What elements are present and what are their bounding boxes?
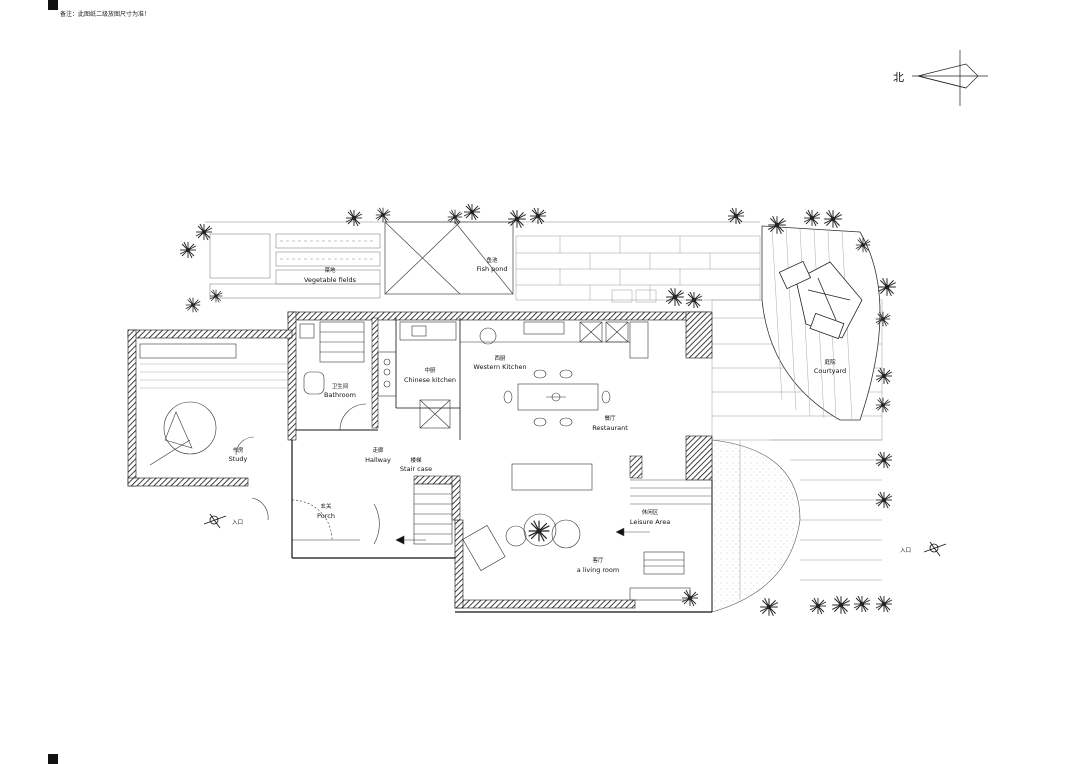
courtyard-seating: [778, 260, 863, 340]
label-chinese-kitchen-cn: 中厨: [424, 366, 436, 374]
label-bathroom-cn: 卫生间: [332, 382, 349, 390]
room-labels: 菜地 Vegetable fields 鱼池 Fish pond 庭院 Cour…: [229, 256, 847, 574]
label-fishpond-en: Fish pond: [477, 265, 508, 273]
label-porch-cn: 玄关: [320, 502, 332, 510]
label-western-kitchen-en: Western Kitchen: [473, 363, 526, 371]
label-restaurant-cn: 餐厅: [604, 414, 616, 422]
label-vegetable-en: Vegetable fields: [304, 276, 357, 284]
label-courtyard-en: Courtyard: [814, 367, 846, 375]
north-label: 北: [893, 71, 904, 84]
study-furniture: [139, 343, 290, 466]
staircase: [395, 483, 453, 545]
bathroom-fixtures: [299, 321, 367, 431]
label-fishpond-cn: 鱼池: [486, 256, 498, 264]
label-chinese-kitchen-en: Chinese kitchen: [404, 376, 456, 384]
label-leisure-en: Leisure Area: [630, 518, 670, 526]
living-room-furniture: [462, 513, 691, 601]
entrance-label-east: 入口: [900, 547, 911, 554]
north-paving: [515, 235, 761, 303]
label-western-kitchen-cn: 西厨: [494, 355, 506, 362]
corner-mark-top: [48, 0, 58, 10]
label-restaurant-en: Restaurant: [592, 424, 628, 432]
label-study-en: Study: [229, 455, 248, 463]
vegetable-field-beds: [205, 221, 760, 299]
label-staircase-en: Stair case: [400, 465, 432, 473]
leisure-steps: [615, 479, 712, 537]
gravel-garden: [711, 439, 801, 613]
drawing-note: 备注：此图纸二级放图尺寸为准！: [60, 11, 151, 18]
label-hallway-en: Hallway: [365, 456, 391, 464]
entrance-figure-west-icon: [203, 513, 227, 529]
label-living-cn: 客厅: [592, 556, 604, 564]
kitchen-island: [511, 463, 593, 491]
label-living-en: a living room: [577, 566, 619, 574]
porch-doors: [251, 497, 380, 545]
label-staircase-cn: 楼梯: [410, 456, 422, 464]
north-arrow-icon: [912, 50, 988, 106]
label-courtyard-cn: 庭院: [824, 358, 836, 366]
entrance-label-west: 入口: [232, 519, 243, 526]
label-leisure-cn: 休闲区: [642, 508, 659, 516]
kitchen-counters: [377, 321, 649, 429]
building-walls: [127, 311, 713, 613]
label-study-cn: 书房: [232, 446, 244, 454]
corner-mark-bottom: [48, 754, 58, 764]
label-hallway-cn: 走廊: [372, 446, 384, 454]
label-vegetable-cn: 菜地: [324, 266, 336, 274]
dining-table: [503, 369, 611, 427]
label-bathroom-en: Bathroom: [324, 391, 356, 399]
fish-pond: [384, 221, 514, 295]
label-porch-en: Porch: [317, 512, 335, 520]
entrance-figure-east-icon: [923, 541, 947, 557]
